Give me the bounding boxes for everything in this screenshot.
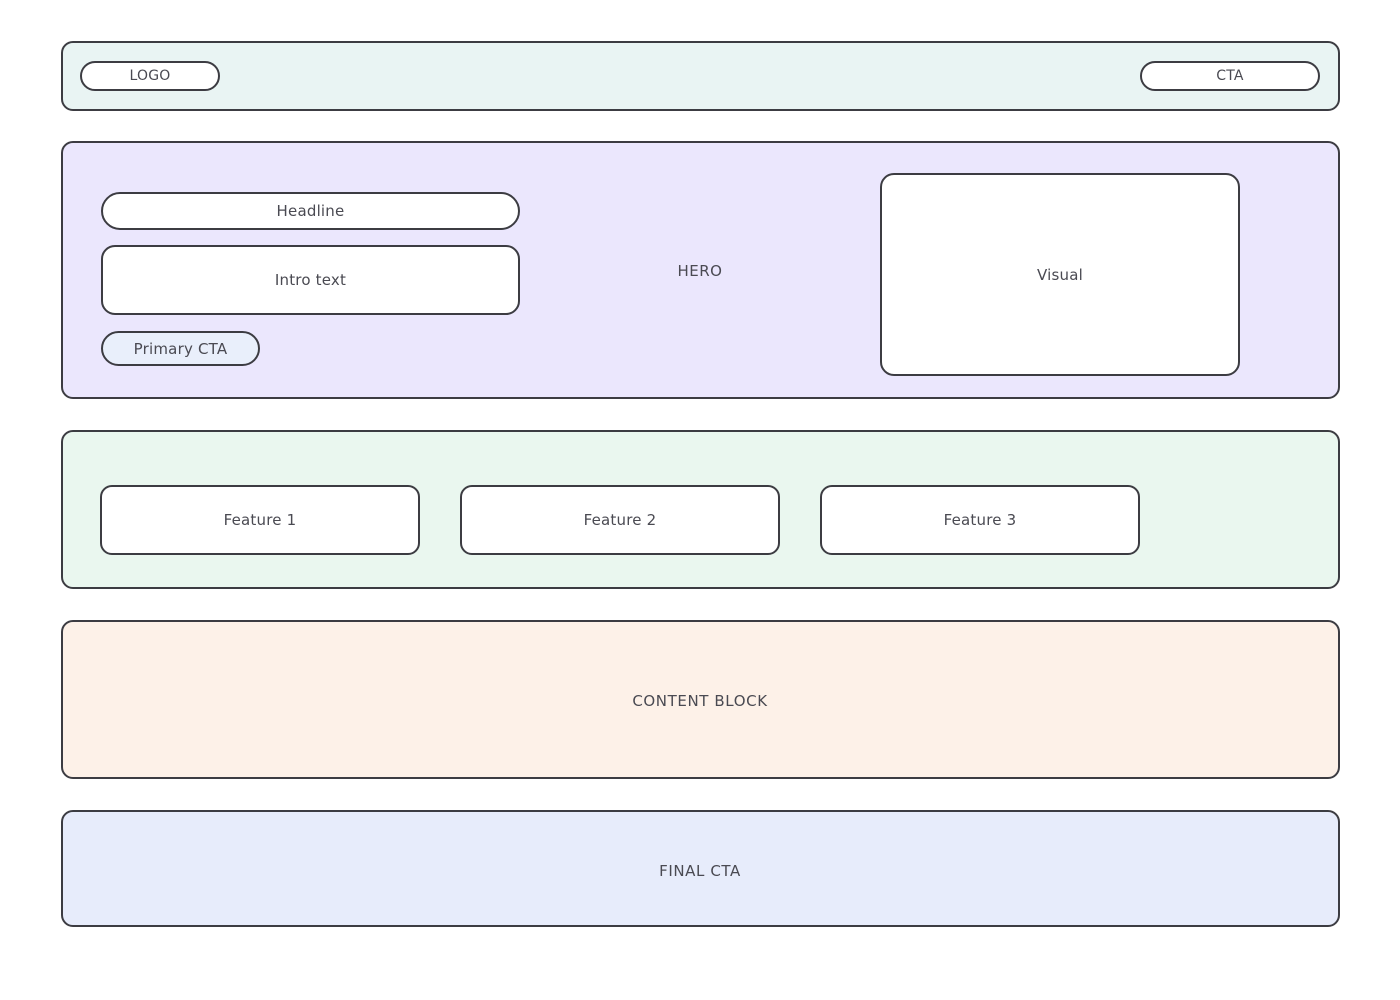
feature-card-label: Feature 3	[943, 511, 1017, 529]
hero-intro-label: Intro text	[274, 271, 347, 289]
feature-card[interactable]: Feature 2	[460, 485, 780, 555]
feature-card-label: Feature 2	[583, 511, 657, 529]
hero-section-label: HERO	[677, 262, 723, 280]
final-cta-section[interactable]	[61, 810, 1340, 927]
hero-intro-placeholder: Intro text	[101, 245, 520, 315]
feature-card[interactable]: Feature 1	[100, 485, 420, 555]
hero-visual-label: Visual	[1037, 265, 1083, 284]
hero-visual-placeholder: Visual	[880, 173, 1240, 376]
hero-primary-cta-button[interactable]: Primary CTA	[101, 331, 260, 366]
feature-card[interactable]: Feature 3	[820, 485, 1140, 555]
content-block-label: CONTENT BLOCK	[632, 692, 768, 710]
hero-headline-placeholder: Headline	[101, 192, 520, 230]
feature-card-label: Feature 1	[223, 511, 297, 529]
header-cta-label: CTA	[1216, 68, 1244, 84]
logo-label: LOGO	[129, 68, 171, 84]
header-cta-button[interactable]: CTA	[1140, 61, 1320, 91]
logo-placeholder[interactable]: LOGO	[80, 61, 220, 91]
header-section	[61, 41, 1340, 111]
final-cta-label: FINAL CTA	[659, 862, 741, 880]
hero-headline-label: Headline	[276, 202, 345, 220]
content-block-section	[61, 620, 1340, 779]
hero-primary-cta-label: Primary CTA	[133, 339, 228, 358]
